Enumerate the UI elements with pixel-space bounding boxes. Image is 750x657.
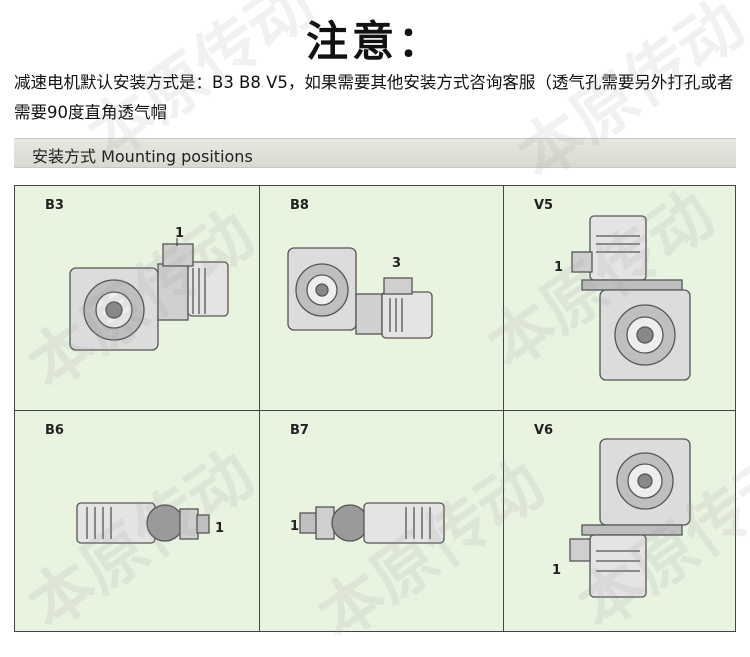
- position-label: B6: [45, 423, 64, 438]
- position-cell-b7: B7 1: [260, 411, 504, 631]
- gearmotor-v5-figure: [571, 215, 691, 381]
- position-label: V5: [534, 198, 554, 213]
- gearmotor-b6-figure: [76, 502, 210, 544]
- gearmotor-b3-figure: [69, 238, 229, 351]
- gearmotor-v6-figure: [569, 438, 691, 598]
- position-cell-b6: B6 1: [15, 411, 260, 631]
- position-marker: 1: [290, 519, 300, 534]
- section-header: 安装方式 Mounting positions: [14, 138, 736, 168]
- position-cell-v6: V6 1: [504, 411, 735, 631]
- gearmotor-b8-figure: [287, 247, 433, 339]
- position-marker: 1: [552, 563, 562, 578]
- position-label: B7: [290, 423, 309, 438]
- position-label: B3: [45, 198, 64, 213]
- position-marker: 1: [175, 226, 185, 241]
- position-cell-b3: B3 1: [15, 186, 260, 411]
- position-marker: 1: [215, 521, 225, 536]
- position-marker: 3: [392, 256, 402, 271]
- position-label: B8: [290, 198, 309, 213]
- mounting-positions-grid: B3 1 B8 3: [14, 185, 736, 632]
- position-cell-v5: V5 1: [504, 186, 735, 411]
- notice-text: 减速电机默认安装方式是：B3 B8 V5，如果需要其他安装方式咨询客服（透气孔需…: [14, 73, 734, 122]
- gearmotor-b7-figure: [299, 502, 445, 544]
- position-label: V6: [534, 423, 554, 438]
- page-title: 注意：: [305, 17, 444, 66]
- position-cell-b8: B8 3: [260, 186, 504, 411]
- section-title: 安装方式 Mounting positions: [32, 147, 253, 166]
- position-marker: 1: [554, 260, 564, 275]
